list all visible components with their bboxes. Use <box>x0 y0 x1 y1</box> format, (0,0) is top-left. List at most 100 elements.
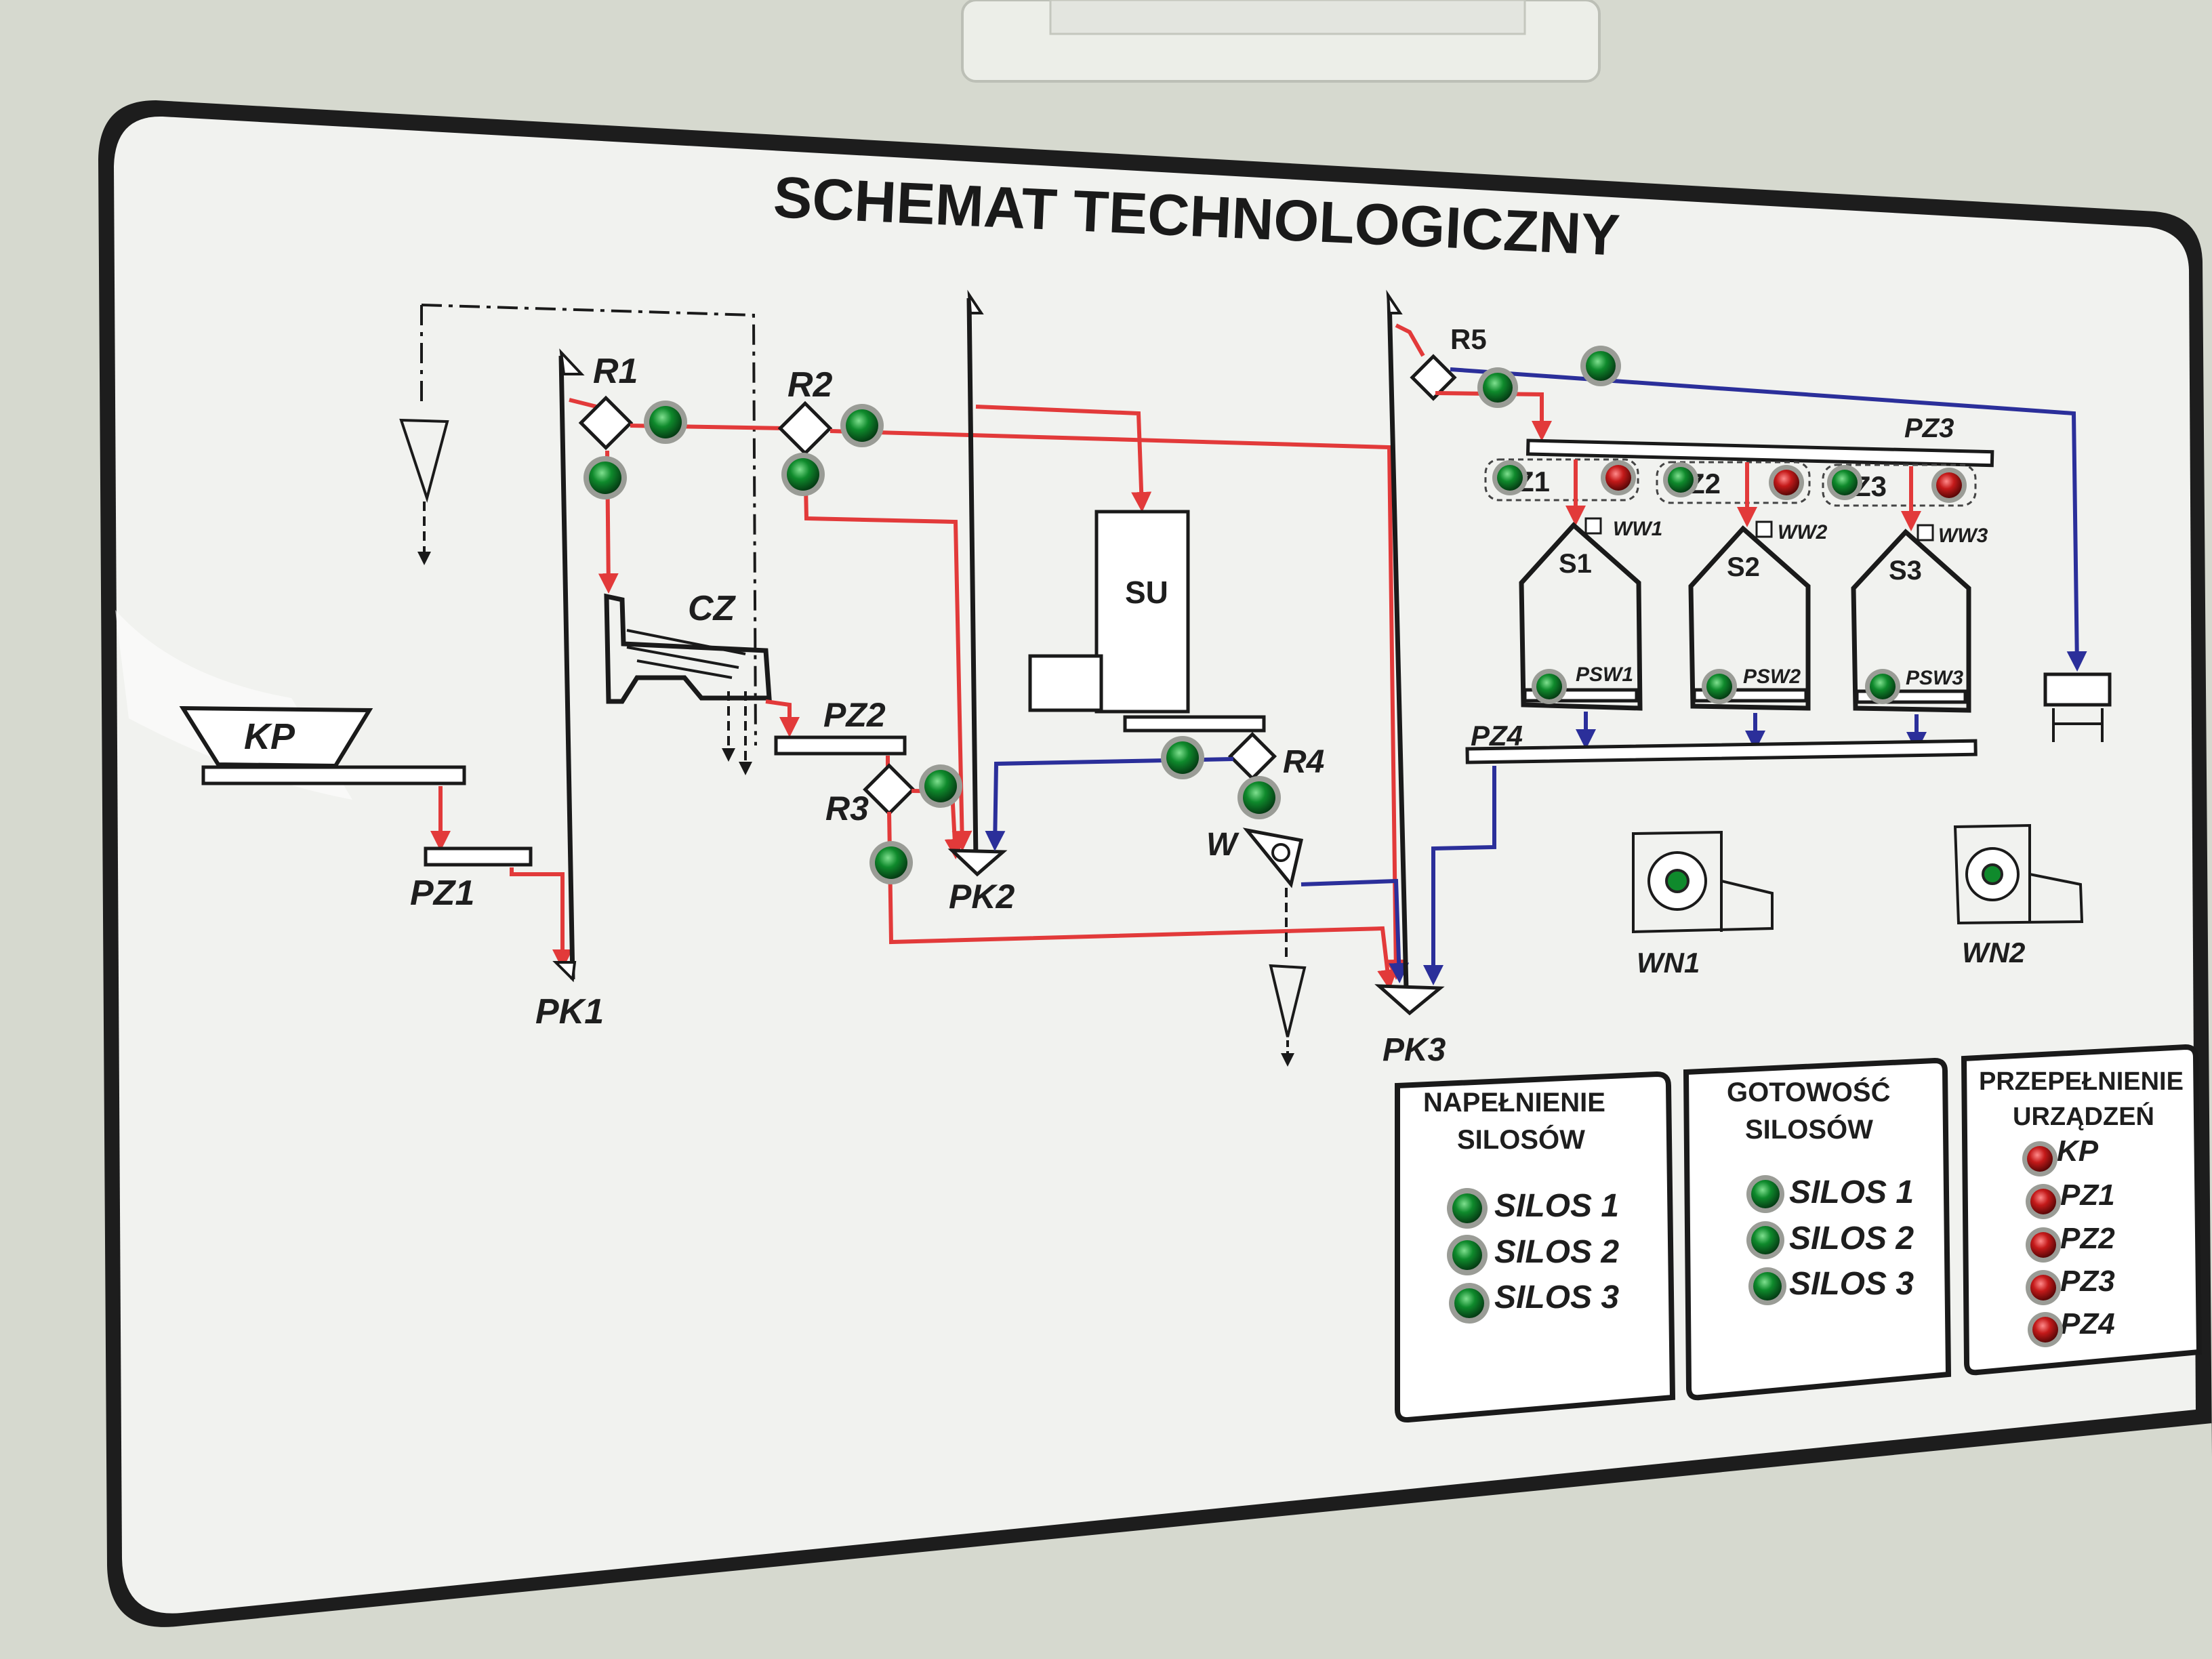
lamp-r3-out <box>919 764 962 808</box>
lamp-z3-green <box>1827 465 1862 500</box>
lamp-psw2 <box>1702 669 1737 704</box>
lamp-psw1 <box>1532 669 1567 704</box>
lamp-ready-3 <box>1748 1267 1786 1305</box>
gate-group-z3 <box>1822 464 1977 507</box>
label-s2: S2 <box>1727 552 1760 582</box>
ready-item-1: SILOS 1 <box>1789 1174 1914 1210</box>
hopper-kp <box>179 705 466 785</box>
label-wn2: WN2 <box>1962 937 2025 968</box>
label-s3: S3 <box>1889 556 1922 586</box>
filling-item-2: SILOS 2 <box>1494 1234 1619 1270</box>
lamp-filling-2 <box>1447 1235 1488 1275</box>
fan-wn1-icon <box>1632 830 1774 934</box>
diverter-r2 <box>777 401 833 456</box>
label-psw1: PSW1 <box>1576 663 1633 686</box>
overflow-item-pz1: PZ1 <box>2060 1179 2115 1212</box>
lamp-z1-red <box>1601 460 1636 495</box>
label-pz2: PZ2 <box>823 696 886 734</box>
elevator-pk2 <box>947 289 1008 877</box>
label-cz: CZ <box>688 589 737 628</box>
elevator-pk3 <box>1374 289 1445 1016</box>
status-box-overflow: PRZEPEŁNIENIE URZĄDZEŃ KP PZ1 PZ2 PZ3 PZ… <box>1961 1044 2203 1376</box>
lamp-filling-1 <box>1447 1188 1488 1229</box>
lamp-filling-3 <box>1449 1283 1490 1324</box>
lamp-r3-down <box>869 841 913 884</box>
overflow-title-line2: URZĄDZEŃ <box>2013 1101 2154 1131</box>
truck-icon <box>2043 672 2112 742</box>
lamp-r1-down <box>583 456 627 499</box>
overflow-item-kp: KP <box>2057 1134 2099 1168</box>
sieve-cz <box>604 593 772 775</box>
lamp-z1-green <box>1492 460 1528 495</box>
lamp-psw3 <box>1865 669 1900 704</box>
label-pk3: PK3 <box>1382 1032 1446 1068</box>
diverter-r3 <box>863 763 916 816</box>
diverter-r5 <box>1410 354 1457 401</box>
label-s1: S1 <box>1559 549 1592 579</box>
lamp-r5-blue <box>1580 346 1621 386</box>
overflow-item-pz3: PZ3 <box>2060 1265 2115 1298</box>
lamp-ready-2 <box>1746 1221 1784 1259</box>
label-pk2: PK2 <box>949 878 1015 916</box>
label-kp: KP <box>244 716 295 757</box>
label-ww1: WW1 <box>1613 518 1662 540</box>
separator-w <box>1242 827 1304 888</box>
lamp-r4-out <box>1161 736 1204 779</box>
filling-title-line2: SILOSÓW <box>1457 1124 1585 1155</box>
conveyor-pz3 <box>1525 438 1994 468</box>
filling-item-1: SILOS 1 <box>1494 1188 1619 1224</box>
label-su: SU <box>1125 575 1168 610</box>
lamp-r5-out <box>1477 367 1518 408</box>
gate-group-z2 <box>1656 461 1811 504</box>
ready-item-2: SILOS 2 <box>1789 1221 1914 1256</box>
lamp-z2-red <box>1769 465 1804 500</box>
label-r3: R3 <box>825 790 869 827</box>
lamp-overflow-pz4 <box>2028 1312 2063 1347</box>
filling-title-line1: NAPEŁNIENIE <box>1423 1088 1605 1118</box>
lamp-r1-out <box>644 401 687 444</box>
lamp-overflow-pz1 <box>2026 1184 2061 1219</box>
label-r1: R1 <box>593 352 638 391</box>
overflow-title-line1: PRZEPEŁNIENIE <box>1979 1067 2184 1096</box>
ready-item-3: SILOS 3 <box>1789 1266 1914 1302</box>
lamp-ready-1 <box>1746 1175 1784 1213</box>
cyclone-icon <box>399 418 449 565</box>
fan-wn2-icon <box>1953 823 2084 925</box>
label-psw3: PSW3 <box>1906 667 1963 689</box>
gate-group-z1 <box>1484 458 1639 501</box>
conveyor-pz1 <box>424 846 533 867</box>
lamp-overflow-pz2 <box>2026 1227 2061 1263</box>
label-wn1: WN1 <box>1637 947 1700 979</box>
lamp-overflow-kp <box>2022 1141 2057 1176</box>
overflow-item-pz4: PZ4 <box>2060 1307 2115 1340</box>
lamp-overflow-pz3 <box>2026 1270 2061 1305</box>
label-pz3: PZ3 <box>1904 413 1954 443</box>
diverter-r1 <box>578 395 634 451</box>
label-pz1: PZ1 <box>410 874 474 913</box>
label-ww2: WW2 <box>1778 521 1828 544</box>
conveyor-pz2 <box>774 735 907 756</box>
lamp-z2-green <box>1663 462 1698 497</box>
diverter-r4 <box>1227 731 1277 781</box>
lamp-r2-down <box>781 453 825 496</box>
ready-title-line1: GOTOWOŚĆ <box>1727 1076 1890 1107</box>
label-ww3: WW3 <box>1938 525 1988 547</box>
ready-title-line2: SILOSÓW <box>1745 1113 1873 1145</box>
label-pk1: PK1 <box>535 992 604 1031</box>
status-box-ready: GOTOWOŚĆ SILOSÓW SILOS 1 SILOS 2 SILOS 3 <box>1683 1057 1952 1401</box>
lamp-r4-down <box>1237 776 1281 819</box>
status-box-filling: NAPEŁNIENIE SILOSÓW SILOS 1 SILOS 2 SILO… <box>1395 1071 1676 1423</box>
lamp-z3-red <box>1931 468 1967 503</box>
label-pz4: PZ4 <box>1471 720 1523 752</box>
label-r2: R2 <box>787 365 833 405</box>
dryer-su <box>1028 510 1266 733</box>
filling-item-3: SILOS 3 <box>1494 1279 1619 1315</box>
label-w: W <box>1206 827 1240 863</box>
label-r4: R4 <box>1283 744 1324 780</box>
lamp-r2-out <box>840 404 884 447</box>
overflow-item-pz2: PZ2 <box>2060 1222 2115 1255</box>
label-psw2: PSW2 <box>1743 665 1801 688</box>
conveyor-pz4 <box>1465 739 1978 764</box>
cyclone-icon <box>1269 964 1307 1067</box>
